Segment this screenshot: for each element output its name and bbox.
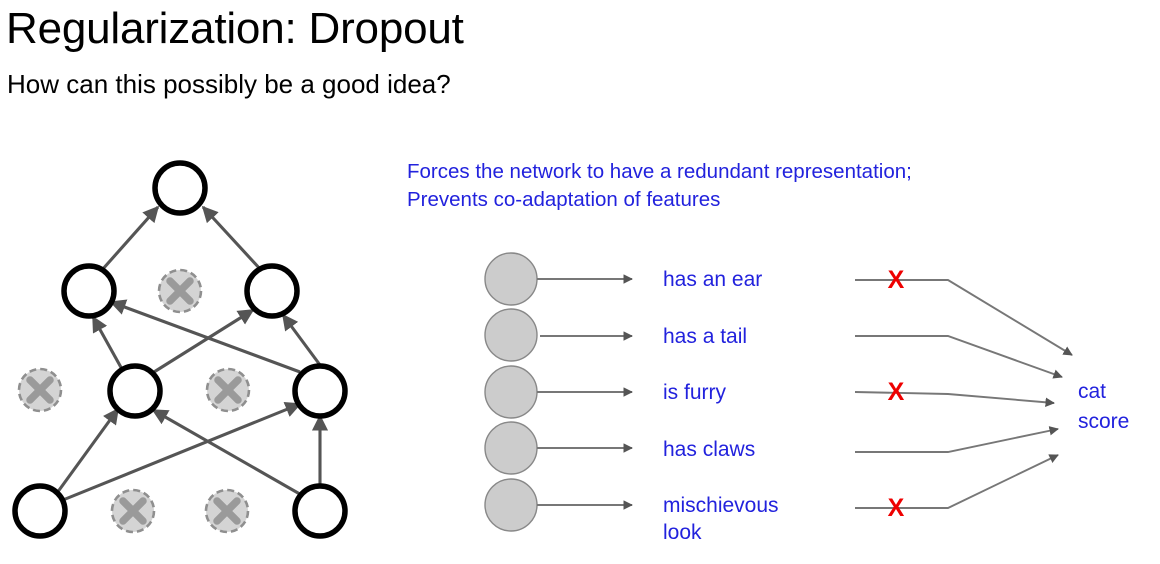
- edge: [100, 205, 160, 272]
- dropped-connection-x-icon: X: [887, 378, 905, 406]
- feature-label-line-2: look: [663, 521, 702, 544]
- network-node-dropped: [205, 367, 251, 413]
- arrow: [855, 279, 1073, 356]
- network-node-active: [107, 363, 163, 419]
- feature-label-has-a-tail: has a tail: [663, 325, 748, 348]
- output-label-line-2: score: [1078, 410, 1130, 433]
- dropped-connection-x-icon: X: [887, 494, 905, 522]
- arrow: [854, 391, 1055, 408]
- dropped-x-icon: [213, 497, 241, 525]
- dropped-x-icon: [26, 376, 54, 404]
- edge: [151, 408, 306, 499]
- network-node-dropped: [17, 367, 63, 413]
- arrow: [855, 426, 1059, 453]
- edge: [57, 401, 302, 504]
- feature-neuron: [484, 365, 538, 419]
- feature-neuron: [484, 252, 538, 306]
- network-nodes: [12, 160, 348, 539]
- feature-label-is-furry: is furry: [663, 381, 726, 404]
- network-node-dropped: [157, 268, 203, 314]
- label-to-output-arrows: [854, 279, 1073, 509]
- feature-label-mischievous-look: mischievous look: [663, 492, 779, 546]
- feature-label-has-an-ear: has an ear: [663, 268, 763, 291]
- network-node-active: [244, 263, 300, 319]
- explanation-line-2: Prevents co-adaptation of features: [407, 188, 721, 211]
- feature-neuron: [484, 478, 538, 532]
- page-title: Regularization: Dropout: [6, 4, 464, 53]
- edge: [201, 205, 263, 272]
- output-label-line-1: cat: [1078, 380, 1107, 403]
- feature-neuron: [484, 308, 538, 362]
- network-node-active: [61, 263, 117, 319]
- network-node-dropped: [110, 488, 156, 534]
- arrow: [855, 335, 1063, 379]
- feature-neurons: [484, 252, 538, 532]
- edge: [91, 315, 125, 372]
- dropped-x-icon: [214, 376, 242, 404]
- network-node-active: [12, 483, 68, 539]
- dropout-network-diagram: [12, 160, 348, 539]
- explanation-text: Forces the network to have a redundant r…: [407, 158, 912, 214]
- feature-label-has-claws: has claws: [663, 438, 756, 461]
- network-node-active: [292, 363, 348, 419]
- output-label-cat-score: cat score: [1078, 377, 1129, 437]
- dropped-x-icon: [166, 277, 194, 305]
- neuron-to-label-arrows: [537, 274, 633, 510]
- edge: [55, 407, 120, 494]
- page-subtitle: How can this possibly be a good idea?: [7, 69, 451, 99]
- arrow: [855, 454, 1059, 509]
- edge: [109, 299, 301, 374]
- network-node-active: [152, 160, 208, 216]
- explanation-line-1: Forces the network to have a redundant r…: [407, 160, 912, 183]
- network-edges: [55, 205, 329, 504]
- network-node-active: [292, 483, 348, 539]
- dropped-connection-x-icon: X: [887, 266, 905, 294]
- dropped-x-icon: [119, 497, 147, 525]
- feature-neuron: [484, 421, 538, 475]
- network-node-dropped: [204, 488, 250, 534]
- feature-label-line-1: mischievous: [663, 494, 779, 517]
- edge: [153, 308, 255, 374]
- edge: [281, 313, 322, 366]
